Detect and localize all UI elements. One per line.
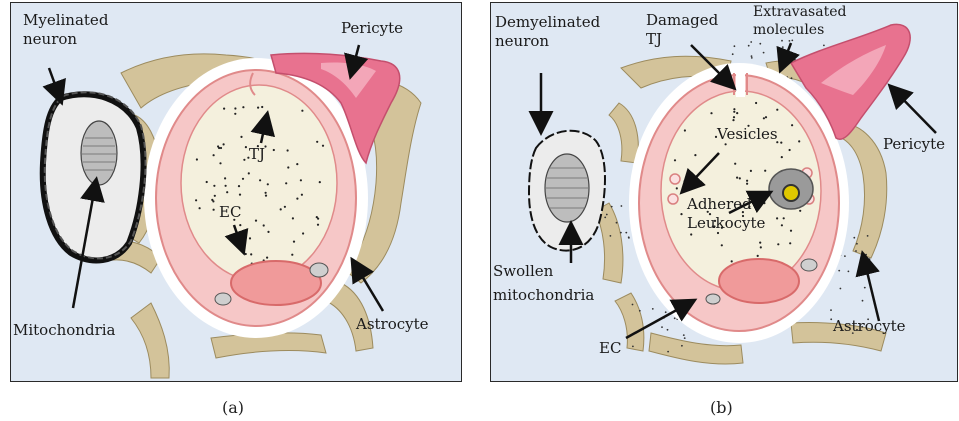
label-adhered-leukocyte: Adhered Leukocyte [687, 195, 765, 233]
label-pericyte: Pericyte [341, 19, 403, 38]
label-ec: EC [599, 339, 621, 358]
label-swollen-mitochondria: Swollen mitochondria [493, 259, 594, 307]
label-demyelinated-neuron: Demyelinated neuron [495, 13, 600, 51]
label-astrocyte: Astrocyte [833, 317, 906, 336]
caption-b: (b) [710, 398, 733, 417]
label-astrocyte: Astrocyte [356, 315, 429, 334]
label-tj: TJ [249, 145, 265, 164]
ec-mitochondrion [215, 293, 231, 305]
ec-mitochondrion [706, 294, 720, 304]
mitochondrion [81, 121, 117, 185]
tj-gap [736, 71, 745, 97]
label-damaged-tj: Damaged TJ [646, 11, 718, 49]
leukocyte-nucleus [783, 185, 799, 201]
ec-mitochondrion [801, 259, 817, 271]
vessel-lumen [181, 85, 337, 281]
ec-nucleus [719, 259, 799, 303]
panel-a: Myelinated neuron Pericyte TJ EC Mitocho… [10, 2, 462, 382]
label-extravasated-molecules: Extravasated molecules [753, 3, 846, 39]
panel-b: Demyelinated neuron Damaged TJ Extravasa… [490, 2, 958, 382]
label-myelinated-neuron: Myelinated neuron [23, 11, 108, 49]
ec-nucleus [231, 261, 321, 305]
label-pericyte: Pericyte [883, 135, 945, 154]
label-vesicles: Vesicles [717, 125, 778, 144]
caption-a: (a) [222, 398, 244, 417]
ec-mitochondrion [310, 263, 328, 277]
label-ec: EC [219, 203, 241, 222]
label-mitochondria: Mitochondria [13, 321, 115, 340]
